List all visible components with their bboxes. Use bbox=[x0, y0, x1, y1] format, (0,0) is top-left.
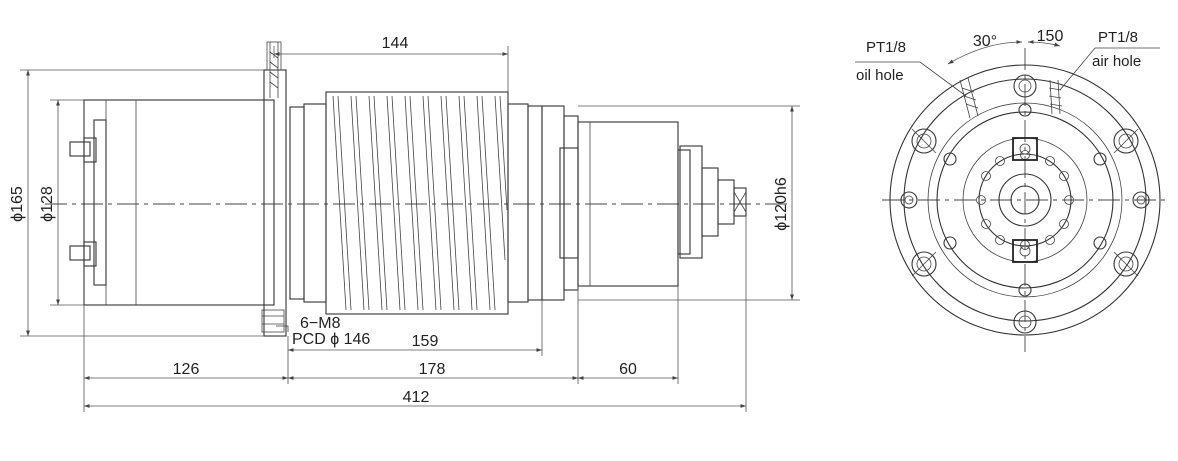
angle-30-arc bbox=[947, 40, 1023, 65]
bolt-leader bbox=[276, 325, 289, 332]
mounting-holes bbox=[911, 128, 1139, 277]
dim-178-label: 178 bbox=[419, 361, 446, 378]
outer-holes bbox=[900, 74, 1150, 334]
angle-30-label: 30° bbox=[973, 33, 997, 50]
dim-128-label: ϕ128 bbox=[39, 186, 56, 222]
dim-144-label: 144 bbox=[382, 35, 409, 52]
dim-60-label: 60 bbox=[619, 361, 637, 378]
dim-412-label: 412 bbox=[403, 389, 430, 406]
main-flange bbox=[261, 41, 287, 337]
oil-hole-leader bbox=[855, 61, 967, 97]
angle-150-label: 150 bbox=[1037, 28, 1064, 45]
dim-126-label: 126 bbox=[173, 361, 200, 378]
nose-cap bbox=[577, 121, 747, 287]
rear-housing bbox=[83, 70, 275, 336]
cooling-sleeve bbox=[289, 91, 529, 315]
pcd-holes bbox=[943, 103, 1107, 297]
air-hole-port bbox=[1048, 79, 1063, 115]
front-flange bbox=[527, 105, 579, 301]
drive-keys bbox=[1012, 137, 1038, 263]
connector-studs bbox=[69, 137, 97, 267]
air-hole-leader bbox=[1059, 47, 1160, 91]
dim-165-label: ϕ165 bbox=[9, 186, 26, 222]
bolt-spec-label: 6−M8 bbox=[300, 315, 341, 332]
dimension-labels: 144 ϕ165 ϕ128 ϕ120h6 159 126 178 60 412 … bbox=[9, 35, 790, 406]
oil-thread-label: PT1/8 bbox=[866, 39, 906, 56]
side-view bbox=[45, 41, 790, 337]
front-view-labels: 30° 150 PT1/8 oil hole PT1/8 air hole bbox=[856, 28, 1141, 84]
oil-hole-port bbox=[959, 77, 979, 119]
dim-159-label: 159 bbox=[412, 333, 439, 350]
air-hole-label: air hole bbox=[1092, 53, 1141, 70]
oil-hole-label: oil hole bbox=[856, 67, 904, 84]
pcd-label: PCD ϕ 146 bbox=[292, 331, 370, 348]
angle-150-arc bbox=[1027, 40, 1061, 47]
air-thread-label: PT1/8 bbox=[1098, 29, 1138, 46]
dim-120h6-label: ϕ120h6 bbox=[773, 177, 790, 231]
front-view bbox=[855, 40, 1170, 352]
inner-holes bbox=[976, 150, 1074, 250]
dimension-lines bbox=[20, 46, 800, 412]
